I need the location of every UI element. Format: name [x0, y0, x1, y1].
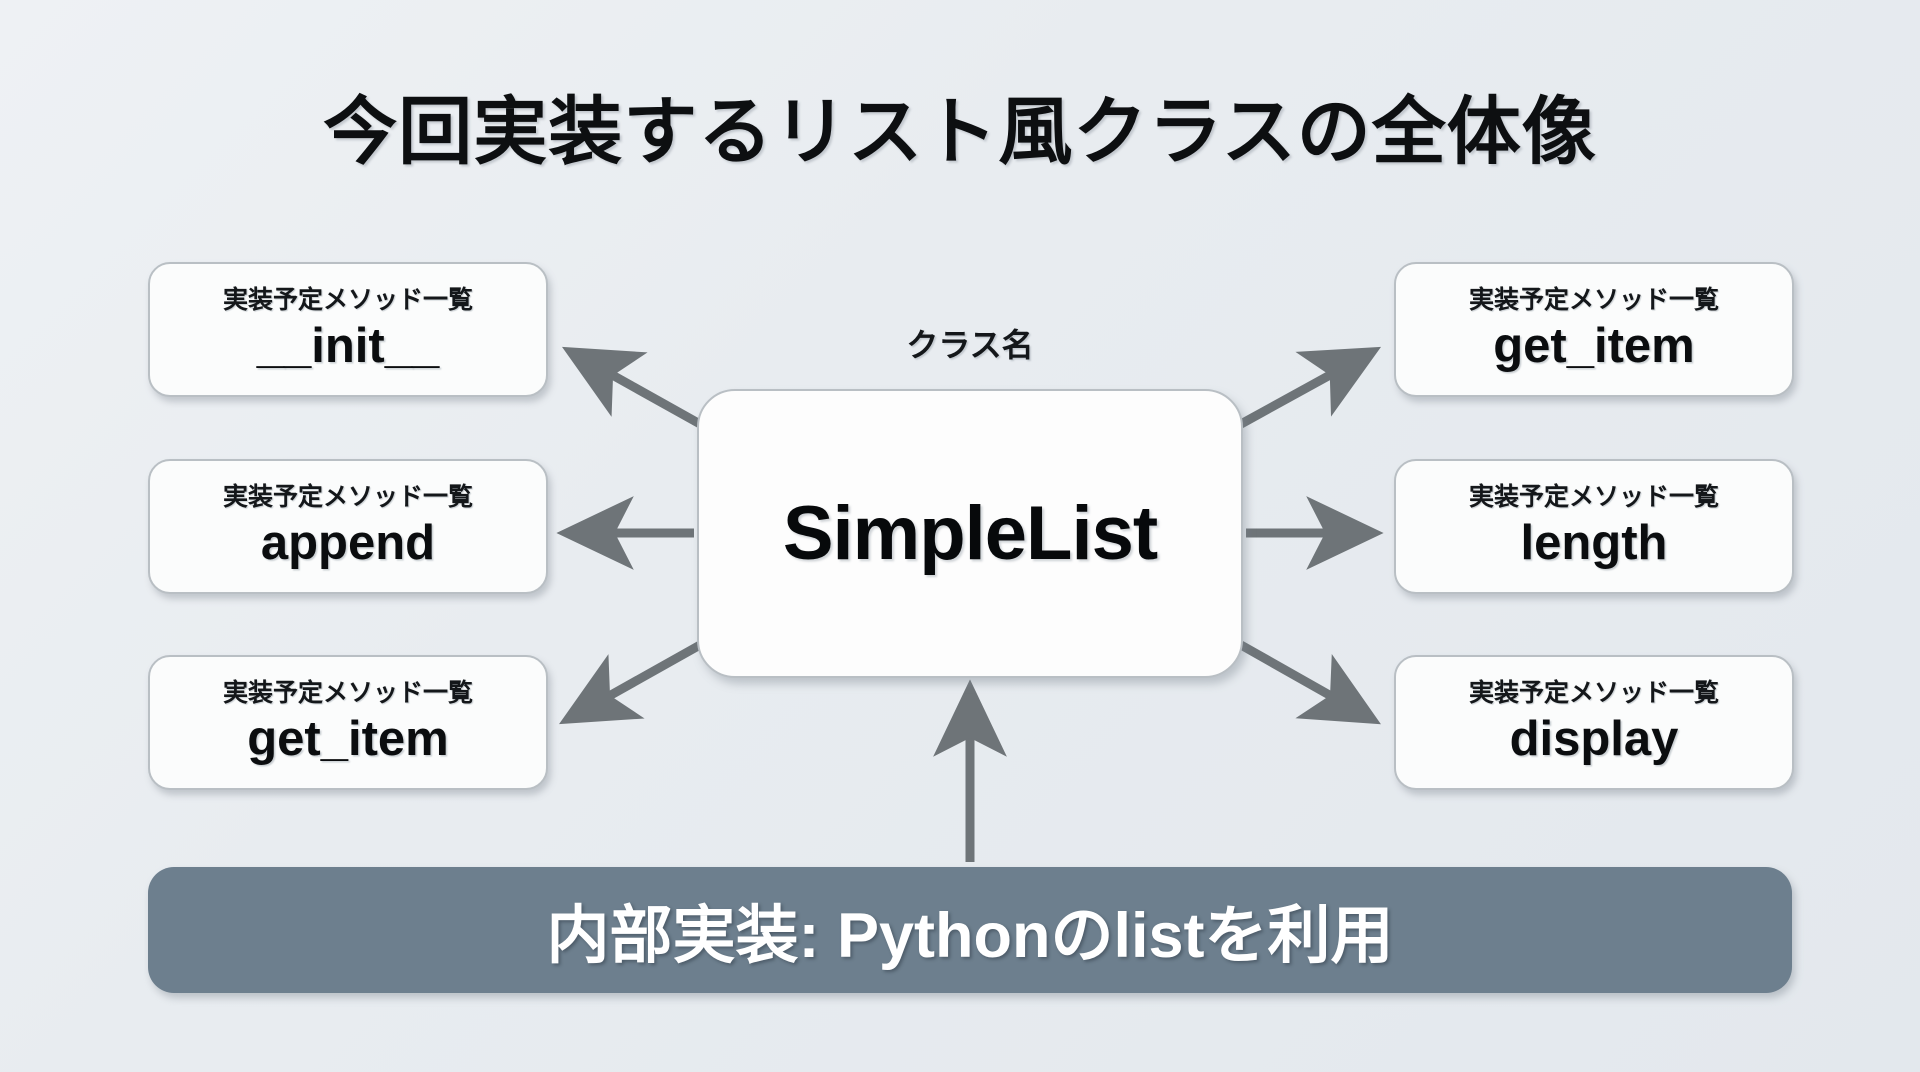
page-title: 今回実装するリスト風クラスの全体像 [323, 90, 1597, 173]
method-box-display[interactable]: 実装予定メソッド一覧 display [1394, 655, 1794, 790]
method-caption: 実装予定メソッド一覧 [1468, 679, 1719, 708]
method-box-append[interactable]: 実装予定メソッド一覧 append [148, 459, 548, 594]
implementation-bar[interactable]: 内部実装: Pythonのlistを利用 [148, 867, 1792, 993]
arrow-to-display [1238, 641, 1381, 725]
method-caption: 実装予定メソッド一覧 [1468, 483, 1719, 512]
method-caption: 実装予定メソッド一覧 [1468, 286, 1719, 315]
method-box-get-item-left[interactable]: 実装予定メソッド一覧 get_item [148, 655, 548, 790]
method-name: get_item [247, 711, 449, 766]
method-name: get_item [1493, 318, 1695, 373]
class-node[interactable]: SimpleList [697, 389, 1243, 678]
class-name-label: クラス名 [906, 327, 1034, 363]
method-name: display [1509, 711, 1679, 766]
method-name: length [1520, 515, 1668, 570]
method-box-get-item-right[interactable]: 実装予定メソッド一覧 get_item [1394, 262, 1794, 397]
method-caption: 実装予定メソッド一覧 [222, 679, 473, 708]
arrow-to-init [562, 346, 703, 428]
implementation-bar-text: 内部実装: Pythonのlistを利用 [546, 900, 1394, 971]
class-node-name: SimpleList [782, 491, 1158, 576]
method-box-length[interactable]: 実装予定メソッド一覧 length [1394, 459, 1794, 594]
method-name: __init__ [256, 318, 440, 373]
method-caption: 実装予定メソッド一覧 [222, 483, 473, 512]
method-box-init[interactable]: 実装予定メソッド一覧 __init__ [148, 262, 548, 397]
method-name: append [260, 515, 436, 570]
method-caption: 実装予定メソッド一覧 [222, 286, 473, 315]
arrow-to-get-item-left [559, 641, 703, 725]
arrow-to-get-item-right [1238, 346, 1382, 428]
